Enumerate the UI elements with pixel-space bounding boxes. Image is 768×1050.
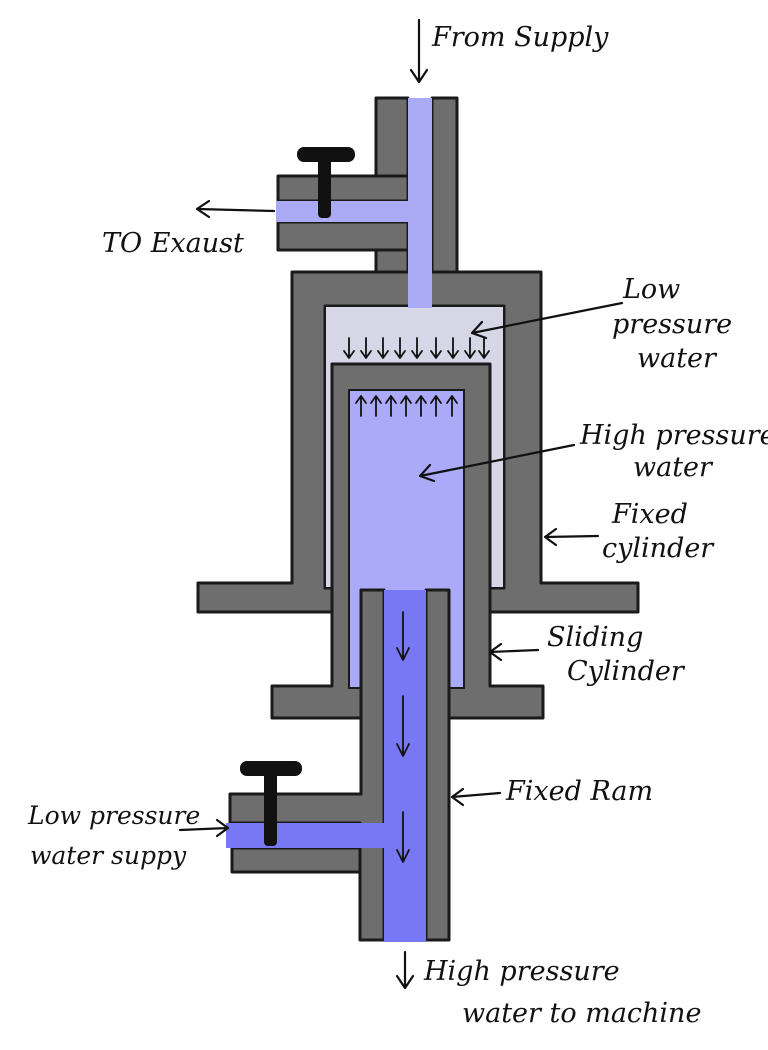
sliding-cylinder bbox=[270, 362, 545, 720]
ram-bore bbox=[384, 590, 426, 942]
down-arrow bbox=[394, 337, 406, 359]
exhaust-channel bbox=[276, 201, 410, 222]
exhaust-valve[interactable] bbox=[297, 147, 355, 218]
fixed-cylinder-pointer bbox=[543, 527, 600, 547]
down-arrow bbox=[396, 695, 410, 757]
low-pressure-label-line2: pressure bbox=[612, 309, 732, 340]
low-pressure-inlet-channel bbox=[226, 823, 386, 848]
supply-valve-stem[interactable] bbox=[264, 764, 277, 846]
low-pressure-supply-label-line2: water suppy bbox=[30, 841, 187, 870]
down-arrow bbox=[478, 337, 490, 359]
exhaust-pipe-lower-wall bbox=[276, 220, 410, 252]
down-arrow bbox=[396, 611, 410, 661]
fixed-ram-pointer bbox=[450, 787, 502, 807]
up-arrow bbox=[355, 395, 367, 417]
ram-flow-arrows bbox=[396, 611, 410, 863]
down-arrow bbox=[464, 337, 476, 359]
fixed-cylinder bbox=[196, 96, 640, 614]
fixed-cylinder-label-line2: cylinder bbox=[602, 533, 715, 564]
high-pressure-out-label-line1: High pressure bbox=[423, 956, 620, 987]
from-supply-label: From Supply bbox=[431, 22, 609, 53]
down-arrow bbox=[360, 337, 372, 359]
low-pressure-force-arrows bbox=[343, 337, 490, 359]
fixed-ram bbox=[226, 588, 451, 942]
exhaust-pipe-upper-wall bbox=[276, 174, 410, 203]
low-pressure-label-line3: water bbox=[637, 343, 718, 374]
fixed-cylinder-label-line1: Fixed bbox=[611, 499, 688, 530]
down-arrow bbox=[396, 811, 410, 863]
supply-pipe-right-wall bbox=[430, 96, 459, 276]
high-pressure-out-arrow bbox=[395, 950, 415, 990]
high-pressure-label-line2: water bbox=[633, 452, 714, 483]
up-arrow bbox=[430, 395, 442, 417]
sliding-cylinder-pointer bbox=[488, 642, 540, 662]
low-pressure-supply-pointer bbox=[178, 818, 230, 838]
high-pressure-force-arrows bbox=[355, 395, 458, 417]
up-arrow bbox=[446, 395, 458, 417]
down-arrow bbox=[343, 337, 355, 359]
supply-channel bbox=[408, 98, 432, 308]
down-arrow bbox=[430, 337, 442, 359]
high-pressure-label-line1: High pressure bbox=[579, 420, 768, 451]
from-supply-arrow bbox=[409, 18, 429, 84]
up-arrow bbox=[385, 395, 397, 417]
fixed-ram-label: Fixed Ram bbox=[505, 776, 653, 807]
supply-valve[interactable] bbox=[240, 761, 302, 846]
high-pressure-out-label-line2: water to machine bbox=[462, 998, 701, 1029]
sliding-cylinder-label-line1: Sliding bbox=[547, 622, 643, 653]
up-arrow bbox=[370, 395, 382, 417]
low-pressure-pointer bbox=[470, 301, 624, 340]
to-exhaust-arrow bbox=[195, 199, 276, 219]
low-pressure-supply-label-line1: Low pressure bbox=[27, 801, 200, 830]
high-pressure-pointer bbox=[418, 443, 576, 483]
exhaust-valve-stem[interactable] bbox=[318, 150, 331, 218]
to-exhaust-label: TO Exaust bbox=[102, 228, 244, 259]
down-arrow bbox=[377, 337, 389, 359]
low-pressure-label-line1: Low bbox=[622, 274, 680, 305]
down-arrow bbox=[447, 337, 459, 359]
fixed-ram-right-wall bbox=[424, 588, 451, 942]
up-arrow bbox=[400, 395, 412, 417]
sliding-cylinder-label-line2: Cylinder bbox=[567, 656, 686, 687]
up-arrow bbox=[415, 395, 427, 417]
down-arrow bbox=[411, 337, 423, 359]
